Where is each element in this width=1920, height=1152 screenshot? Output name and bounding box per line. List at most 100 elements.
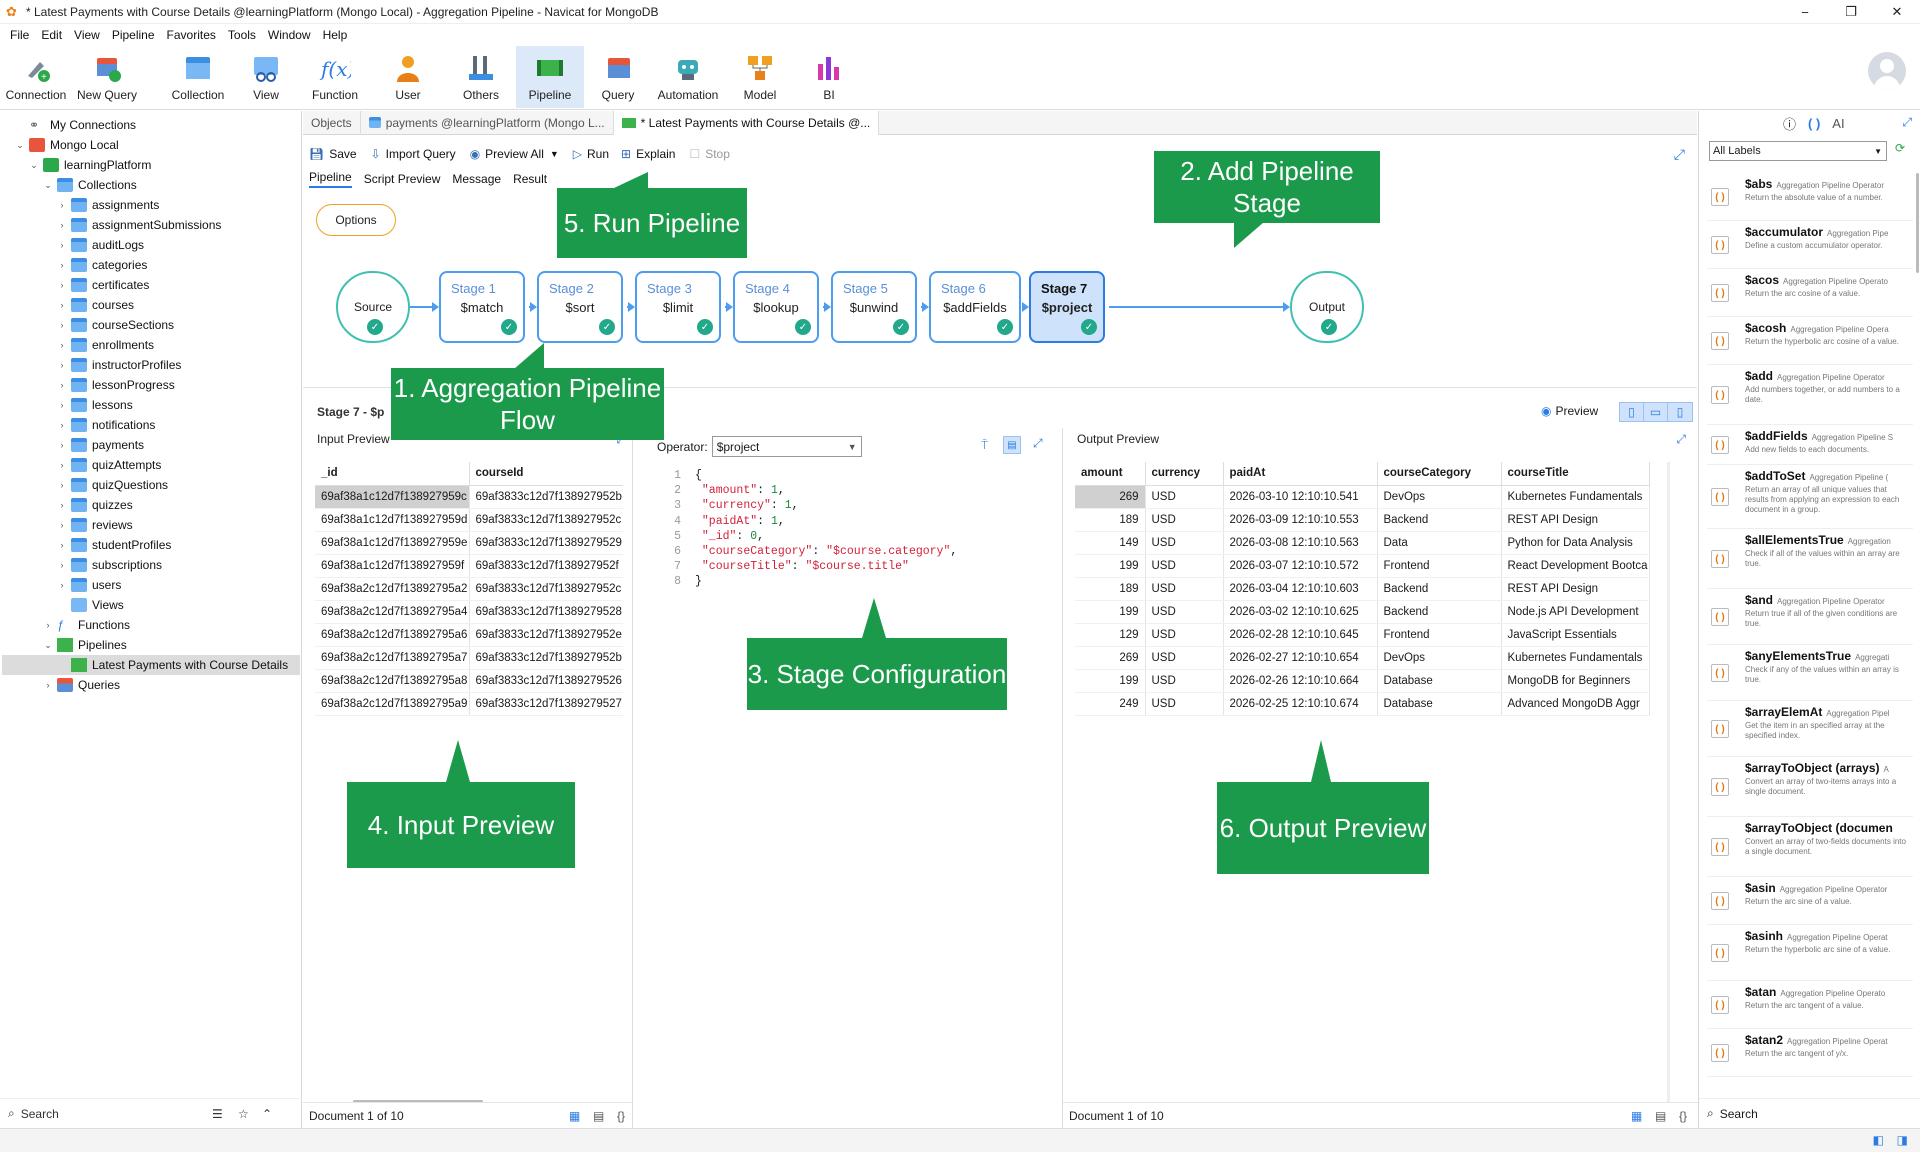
column-header[interactable]: _id bbox=[315, 462, 470, 486]
query-button[interactable]: Query bbox=[584, 46, 652, 108]
labels-select[interactable]: All Labels ▼ bbox=[1709, 141, 1887, 161]
column-header[interactable]: currency bbox=[1145, 462, 1224, 486]
user-avatar[interactable] bbox=[1868, 52, 1906, 90]
table-cell[interactable]: 69af3833c12d7f138927952e bbox=[469, 623, 623, 647]
subtab-pipeline[interactable]: Pipeline bbox=[309, 170, 352, 188]
table-cell[interactable]: 69af38a1c12d7f138927959f bbox=[315, 554, 470, 578]
refresh-icon[interactable]: ⟳ bbox=[1895, 141, 1906, 155]
table-cell[interactable]: 199 bbox=[1075, 600, 1146, 624]
layout-left-icon[interactable]: ▯ bbox=[1620, 403, 1644, 421]
output-node[interactable]: Output✓ bbox=[1290, 271, 1364, 343]
table-cell[interactable]: Data bbox=[1377, 531, 1502, 555]
tree-collection-item[interactable]: ›users bbox=[56, 575, 121, 595]
wrap-icon[interactable]: ▤ bbox=[1003, 436, 1021, 454]
tree-collection-item[interactable]: ›quizQuestions bbox=[56, 475, 168, 495]
table-cell[interactable]: 149 bbox=[1075, 531, 1146, 555]
table-cell[interactable]: 2026-02-28 12:10:10.645 bbox=[1223, 623, 1378, 647]
table-cell[interactable]: Kubernetes Fundamentals bbox=[1501, 485, 1650, 509]
import-query-button[interactable]: ⇩Import Query bbox=[370, 147, 456, 161]
table-cell[interactable]: 69af38a2c12d7f13892795a6 bbox=[315, 623, 470, 647]
user-button[interactable]: User bbox=[370, 46, 446, 108]
chevron-icon[interactable]: › bbox=[60, 220, 64, 230]
chevron-icon[interactable]: › bbox=[60, 560, 64, 570]
layout-right-icon[interactable]: ▯ bbox=[1676, 405, 1684, 419]
table-cell[interactable]: 69af3833c12d7f1389279526 bbox=[469, 669, 623, 693]
stage-node-4[interactable]: Stage 4$lookup✓ bbox=[733, 271, 819, 343]
table-cell[interactable]: 2026-03-04 12:10:10.603 bbox=[1223, 577, 1378, 601]
table-cell[interactable]: REST API Design bbox=[1501, 508, 1650, 532]
tree-collection-item[interactable]: ›assignments bbox=[56, 195, 159, 215]
tree-collection-item[interactable]: ›enrollments bbox=[56, 335, 154, 355]
chevron-icon[interactable]: › bbox=[60, 200, 64, 210]
info-icon[interactable]: ⓘ bbox=[1783, 117, 1797, 132]
column-header[interactable]: courseTitle bbox=[1501, 462, 1650, 486]
view-button[interactable]: View bbox=[232, 46, 300, 108]
chevron-icon[interactable]: › bbox=[60, 240, 64, 250]
tree-connection-mongo-local[interactable]: ⌄Mongo Local bbox=[14, 135, 119, 155]
chevron-icon[interactable]: › bbox=[60, 460, 64, 470]
preview-toggle[interactable]: ◉Preview bbox=[1541, 404, 1599, 418]
options-button[interactable]: Options bbox=[316, 204, 396, 236]
table-cell[interactable]: DevOps bbox=[1377, 646, 1502, 670]
table-cell[interactable]: USD bbox=[1145, 692, 1224, 716]
maximize-button[interactable]: ❐ bbox=[1845, 4, 1857, 19]
expand-icon[interactable]: ⤢ bbox=[1902, 115, 1912, 129]
chevron-icon[interactable]: › bbox=[60, 340, 64, 350]
source-node[interactable]: Source✓ bbox=[336, 271, 410, 343]
run-button[interactable]: ▷Run bbox=[572, 147, 610, 161]
chevron-icon[interactable]: › bbox=[60, 580, 64, 590]
table-cell[interactable]: USD bbox=[1145, 600, 1224, 624]
tree-views[interactable]: Views bbox=[56, 595, 124, 615]
grid-view-icon[interactable]: ▦ bbox=[569, 1108, 581, 1123]
tree-collection-item[interactable]: ›payments bbox=[56, 435, 144, 455]
chevron-icon[interactable]: › bbox=[60, 400, 64, 410]
table-cell[interactable]: Backend bbox=[1377, 600, 1502, 624]
chevron-icon[interactable]: › bbox=[46, 620, 50, 630]
json-view-icon[interactable]: {} bbox=[1679, 1108, 1688, 1123]
tree-collection-item[interactable]: ›courses bbox=[56, 295, 134, 315]
tree-search-input[interactable]: Search bbox=[20, 1106, 59, 1121]
tree-collection-item[interactable]: ›categories bbox=[56, 255, 147, 275]
panel-right-icon[interactable]: ◨ bbox=[1896, 1133, 1908, 1147]
tree-collection-item[interactable]: ›reviews bbox=[56, 515, 133, 535]
vertical-scrollbar[interactable] bbox=[1667, 462, 1670, 1102]
chevron-icon[interactable]: › bbox=[60, 440, 64, 450]
chevron-icon[interactable]: › bbox=[60, 500, 64, 510]
table-cell[interactable]: Frontend bbox=[1377, 623, 1502, 647]
horizontal-scrollbar[interactable] bbox=[353, 1100, 483, 1103]
tree-collection-item[interactable]: ›subscriptions bbox=[56, 555, 162, 575]
tree-collection-item[interactable]: ›assignmentSubmissions bbox=[56, 215, 221, 235]
preview-all-button[interactable]: ◉Preview All▼ bbox=[469, 147, 559, 161]
table-cell[interactable]: 69af3833c12d7f1389279528 bbox=[469, 600, 623, 624]
panel-left-icon[interactable]: ◧ bbox=[1872, 1133, 1884, 1147]
tree-collection-item[interactable]: ›quizzes bbox=[56, 495, 133, 515]
tree-collection-item[interactable]: ›certificates bbox=[56, 275, 149, 295]
table-cell[interactable]: 69af38a2c12d7f13892795a4 bbox=[315, 600, 470, 624]
close-button[interactable]: ✕ bbox=[1891, 4, 1903, 19]
table-cell[interactable]: 199 bbox=[1075, 669, 1146, 693]
table-cell[interactable]: 69af38a1c12d7f138927959d bbox=[315, 508, 470, 532]
form-view-icon[interactable]: ▤ bbox=[593, 1108, 605, 1123]
format-icon[interactable]: ⍑ bbox=[981, 438, 989, 452]
table-cell[interactable]: 69af38a2c12d7f13892795a2 bbox=[315, 577, 470, 601]
chevron-icon[interactable]: › bbox=[60, 380, 64, 390]
table-cell[interactable]: 2026-03-07 12:10:10.572 bbox=[1223, 554, 1378, 578]
table-cell[interactable]: 2026-02-25 12:10:10.674 bbox=[1223, 692, 1378, 716]
chevron-icon[interactable]: › bbox=[60, 540, 64, 550]
menu-help[interactable]: Help bbox=[322, 28, 348, 42]
chevron-icon[interactable]: › bbox=[60, 300, 64, 310]
star-icon[interactable]: ☆ bbox=[238, 1106, 249, 1121]
